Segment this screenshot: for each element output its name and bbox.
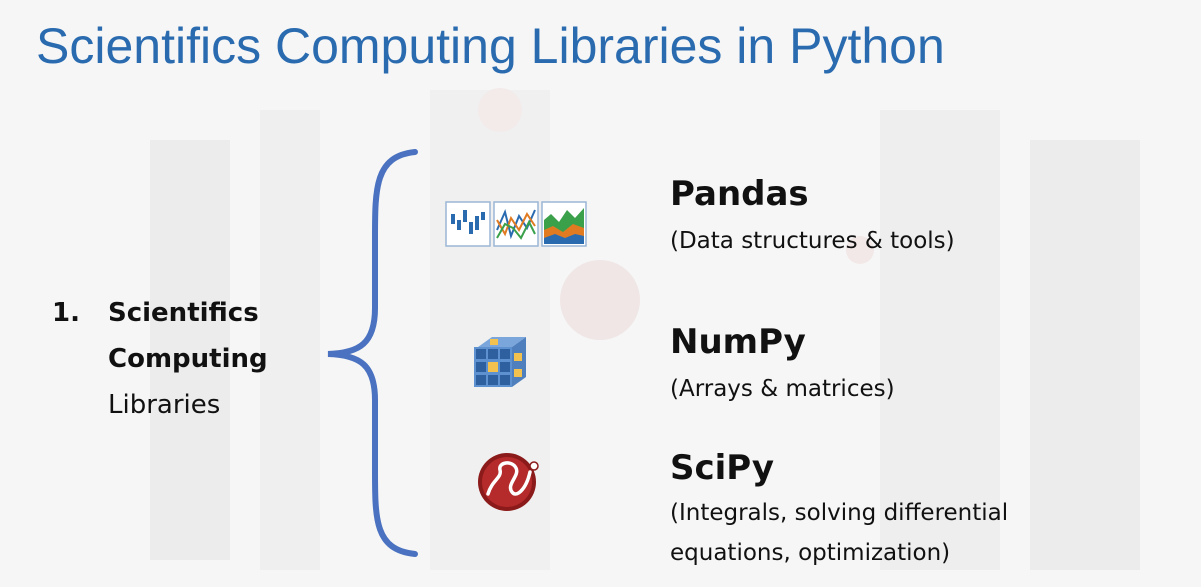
scipy-description-line-1: (Integrals, solving differential: [670, 500, 1009, 526]
category-number: 1.: [52, 298, 80, 328]
category-line-2: Computing: [108, 344, 268, 374]
pandas-description: (Data structures & tools): [670, 228, 955, 254]
category-line-3: Libraries: [108, 390, 221, 420]
numpy-title: NumPy: [670, 322, 806, 362]
scipy-title: SciPy: [670, 448, 775, 488]
pandas-title: Pandas: [670, 174, 809, 214]
category-label: 1. Scientifics Computing Libraries: [52, 290, 268, 428]
scipy-logo-icon: [478, 453, 539, 511]
numpy-description: (Arrays & matrices): [670, 376, 895, 402]
scipy-description-line-2: equations, optimization): [670, 540, 951, 566]
numpy-cube-icon: [474, 337, 526, 387]
slide-title: Scientifics Computing Libraries in Pytho…: [36, 18, 945, 74]
category-line-1: Scientifics: [108, 298, 259, 328]
pandas-charts-icon: [445, 201, 587, 247]
curly-brace: [327, 149, 418, 557]
